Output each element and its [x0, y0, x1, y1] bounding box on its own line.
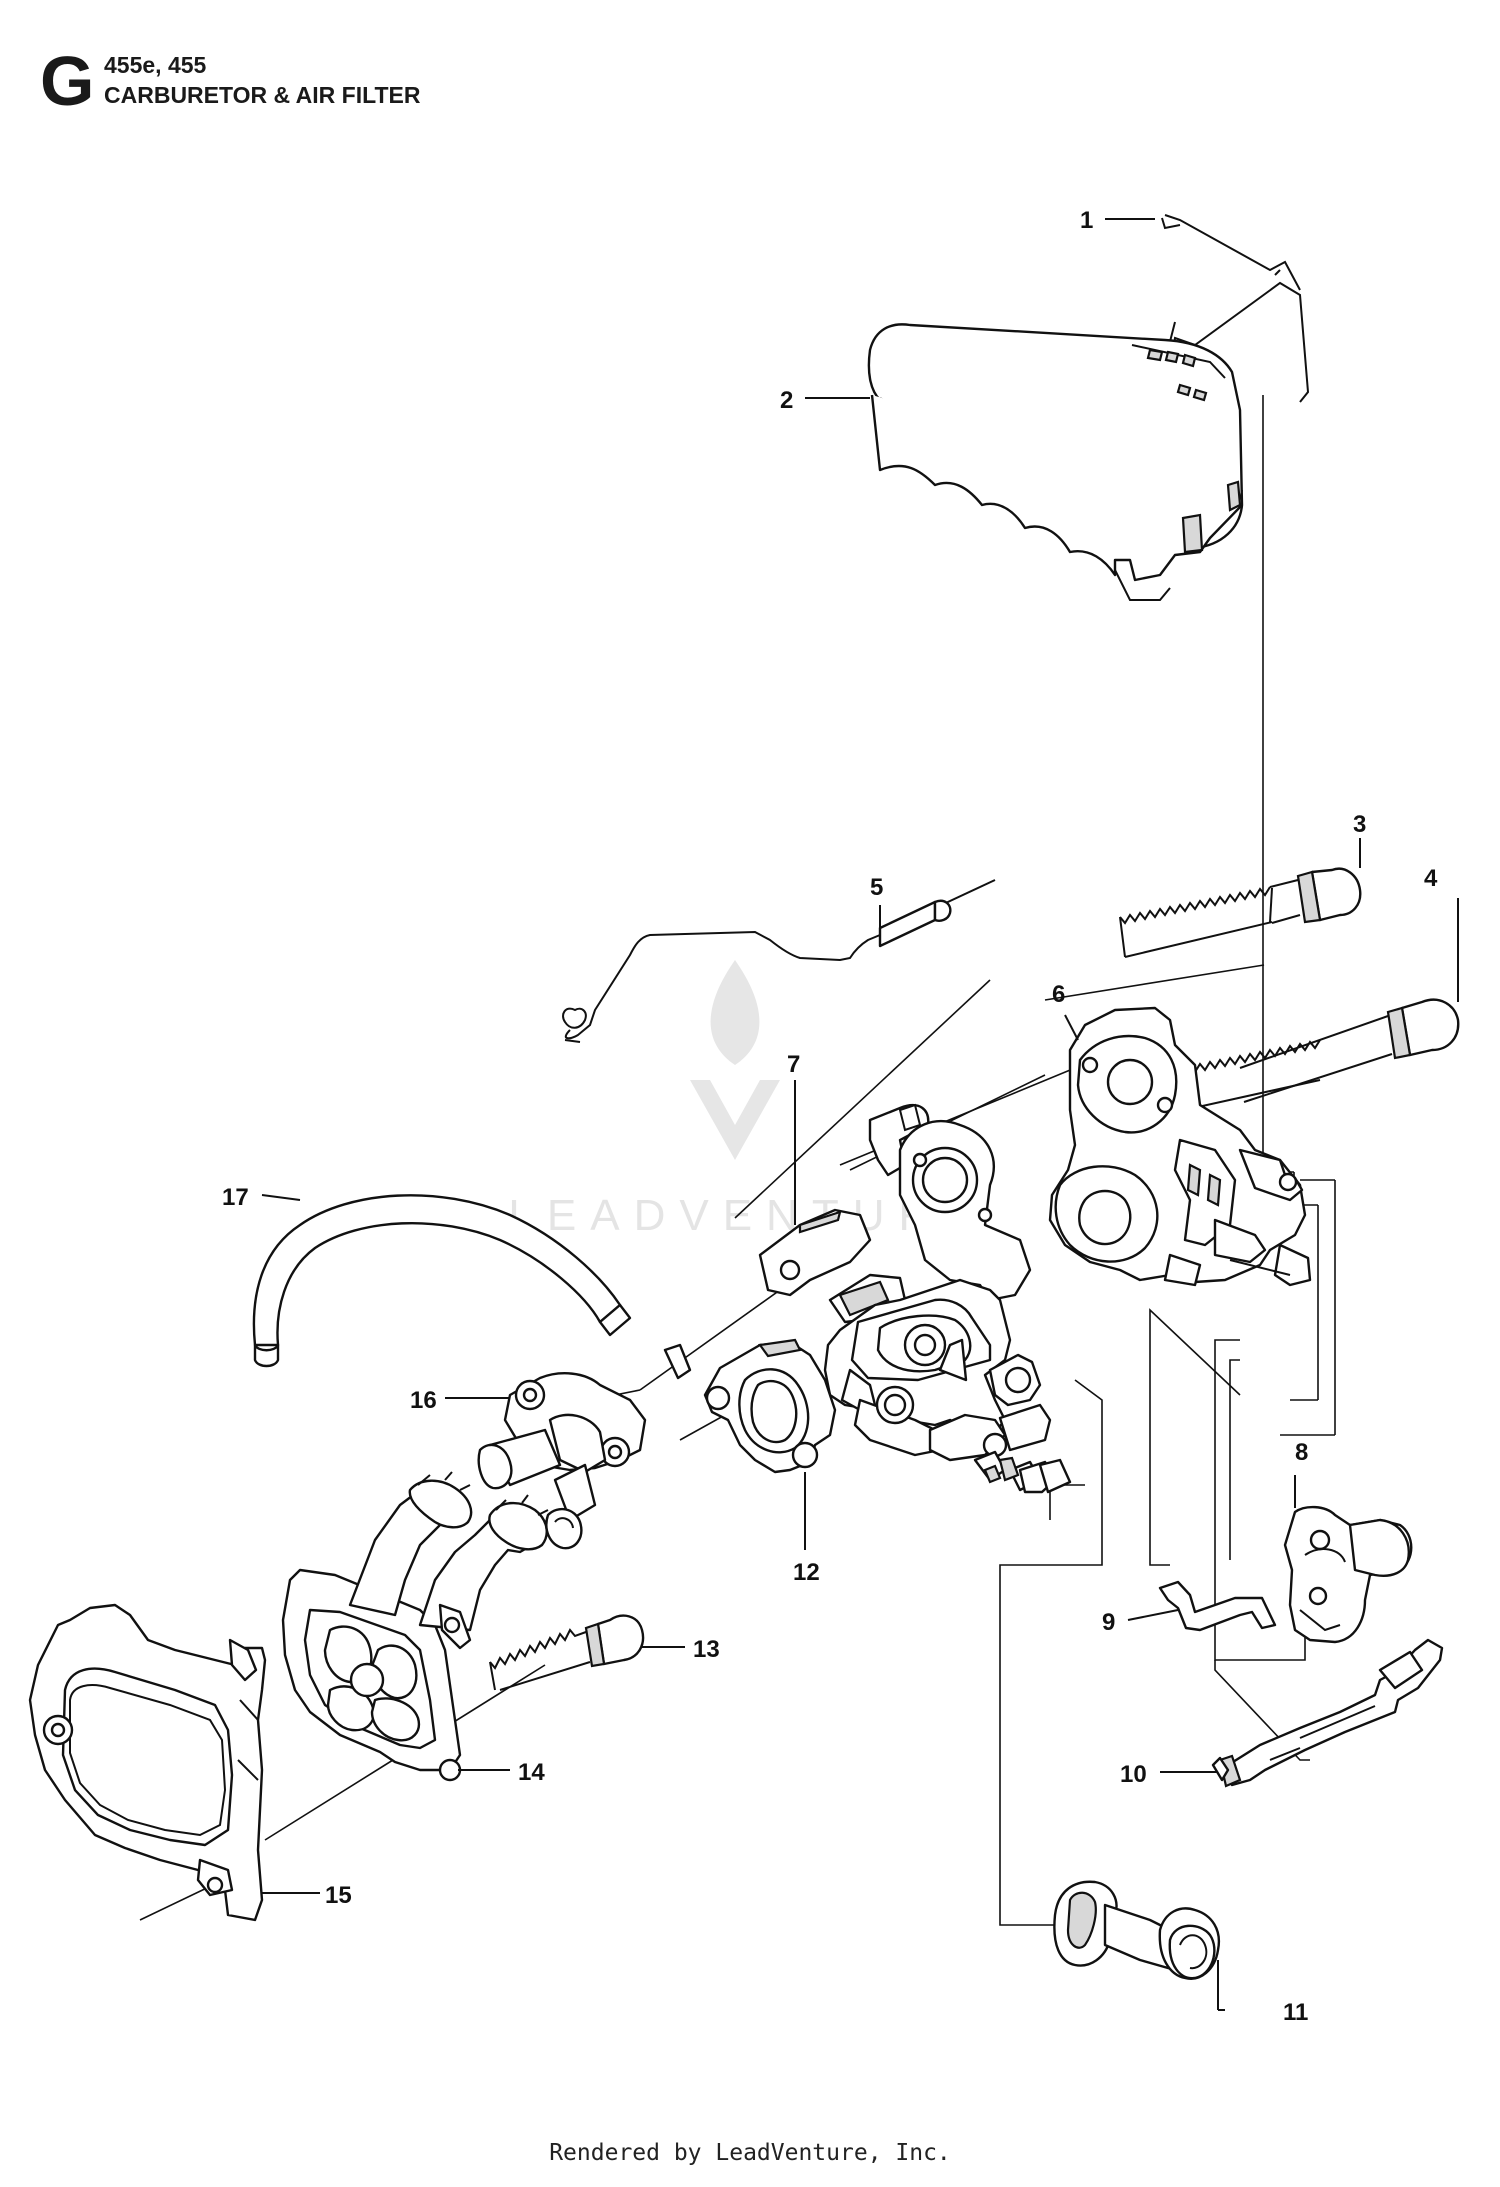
callout-15: 15: [325, 1882, 352, 1909]
model-line: 455e, 455: [104, 52, 207, 78]
callout-4: 4: [1424, 865, 1438, 892]
assembly-guide-lines: [139, 395, 1336, 1926]
part-10-control-lever: [1211, 1638, 1444, 1788]
part-6-intake-adaptor: [1048, 1006, 1312, 1287]
callout-3: 3: [1353, 811, 1366, 838]
callout-2: 2: [780, 387, 793, 414]
watermark-text: LEADVENTURE: [508, 1191, 987, 1240]
callout-11: 11: [1283, 1999, 1308, 2026]
part-15-cylinder-shroud: [28, 1603, 267, 1922]
part-8-intake-guard: [1283, 1505, 1413, 1644]
part-2-air-filter-cover: [867, 323, 1244, 601]
section-title: CARBURETOR & AIR FILTER: [104, 82, 421, 108]
callout-13: 13: [693, 1636, 720, 1663]
callout-12: 12: [793, 1559, 820, 1586]
part-17-fuel-hose: [252, 1194, 632, 1368]
part-14-intake-manifold: [281, 1471, 549, 1782]
callout-14: 14: [518, 1759, 545, 1786]
callout-5: 5: [870, 874, 883, 901]
watermark-v-icon: [690, 1080, 780, 1160]
part-13-screw: [489, 1614, 645, 1691]
part-9-bracket: [1158, 1580, 1277, 1632]
callout-10: 10: [1120, 1761, 1147, 1788]
section-letter: G: [40, 42, 95, 120]
part-16-elbow-fitting: [477, 1343, 692, 1550]
callout-16: 16: [410, 1387, 437, 1414]
part-12-flange-gasket: [703, 1338, 837, 1474]
part-4-long-screw: [1124, 998, 1460, 1123]
part-11-hose: [1053, 1880, 1221, 1980]
part-5-throttle-rod: [562, 879, 996, 1043]
callout-leader-lines: [261, 218, 1459, 2011]
callout-8: 8: [1295, 1439, 1308, 1466]
callout-7: 7: [787, 1051, 800, 1078]
callout-labels: 1 2 3 4 5 6 7 8 9 10 11 12 13 14 15 16 1…: [222, 207, 1438, 2026]
watermark: LEADVENTURE: [508, 960, 987, 1240]
callout-6: 6: [1052, 981, 1065, 1008]
footer-credit: Rendered by LeadVenture, Inc.: [549, 2140, 951, 2166]
callout-1: 1: [1080, 207, 1093, 234]
watermark-flame-icon: [710, 960, 760, 1065]
callout-17: 17: [222, 1184, 249, 1211]
part-7-carburetor: [758, 1103, 1072, 1494]
part-3-screw: [1119, 867, 1362, 958]
callout-9: 9: [1102, 1609, 1115, 1636]
